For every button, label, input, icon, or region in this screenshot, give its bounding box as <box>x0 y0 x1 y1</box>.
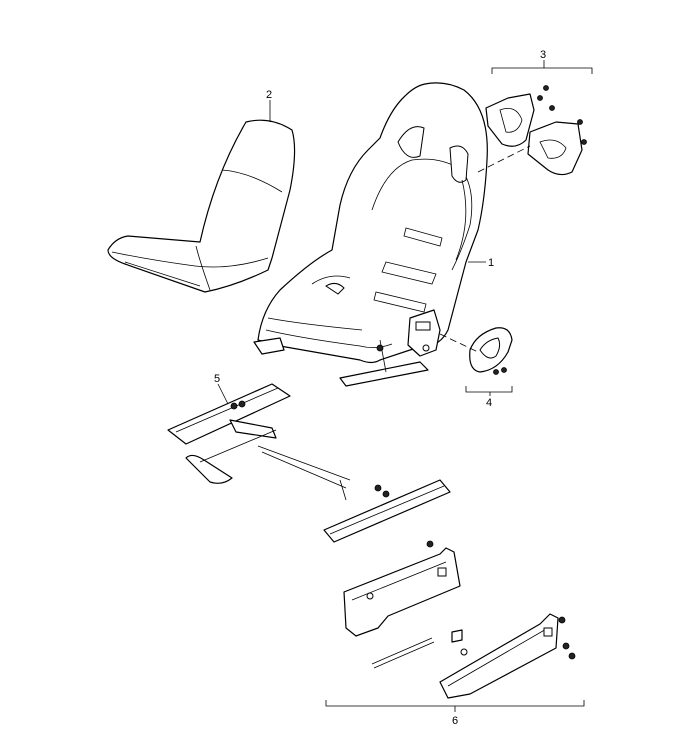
headrest-bracket-set <box>485 85 587 176</box>
bracket-4 <box>465 386 513 393</box>
assembly-line-belt-guide <box>439 333 479 353</box>
callout-6: 6 <box>452 715 458 727</box>
seat-console-set <box>343 540 576 699</box>
belt-guide-set <box>469 327 513 375</box>
bracket-3 <box>491 67 593 74</box>
assembly-line-headrest <box>477 145 531 173</box>
seat-shell <box>253 82 488 387</box>
callout-3: 3 <box>540 49 546 61</box>
callout-1: 1 <box>488 257 494 269</box>
seat-rail-assembly <box>167 383 451 543</box>
callout-4: 4 <box>486 397 492 409</box>
seat-cushion <box>107 119 296 293</box>
callout-2: 2 <box>266 89 272 101</box>
leader-line-5 <box>217 383 229 405</box>
callout-5: 5 <box>214 373 220 385</box>
bracket-6 <box>325 700 585 707</box>
